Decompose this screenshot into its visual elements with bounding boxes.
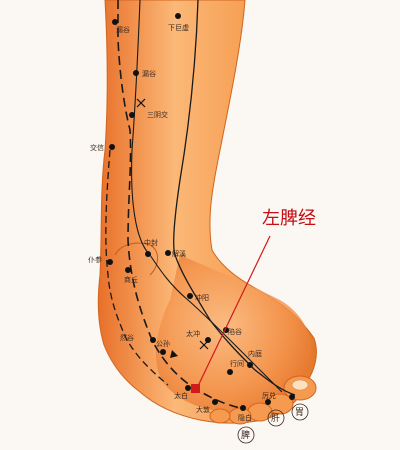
triangle-marker — [170, 350, 178, 358]
label-gongsun: 公孙 — [156, 339, 170, 348]
badge-pi: 脾 — [241, 429, 250, 441]
label-taibai: 太白 — [174, 391, 188, 400]
label-rangu: 然谷 — [120, 333, 134, 342]
cross-marks — [136, 98, 209, 350]
callout-line — [197, 235, 271, 387]
ankle-contour — [114, 242, 158, 276]
label-xiajuxu: 下巨虚 — [168, 23, 189, 32]
label-zhongfeng: 中封 — [144, 238, 158, 247]
callout-title: 左脾经 — [262, 208, 316, 229]
label-jiaoxin: 交信 — [90, 143, 104, 152]
meridian-lines — [105, 0, 296, 409]
yinbai-highlight — [191, 384, 200, 393]
label-sanyinjiao: 三阴交 — [147, 110, 168, 119]
label-jiexi: 解溪 — [172, 249, 186, 258]
badge-gan: 肝 — [271, 413, 280, 424]
label-dadun: 大敦 — [196, 405, 210, 414]
big-toenail — [291, 379, 309, 391]
label-chongyang: 冲阳 — [195, 293, 209, 302]
toes — [209, 375, 317, 425]
acupoints — [107, 13, 295, 411]
label-shangqiu: 商丘 — [124, 275, 138, 284]
label-lougu-top: 漏谷 — [116, 25, 130, 34]
label-yinbai: 隐白 — [238, 413, 252, 422]
label-neiting: 内庭 — [248, 349, 262, 358]
label-lidui: 厉兑 — [262, 391, 276, 400]
label-pushen: 仆参 — [88, 255, 102, 264]
meridian-badges: 脾 肝 胃 — [237, 403, 309, 444]
label-taichong: 太冲 — [186, 329, 200, 338]
label-lougu: 漏谷 — [142, 69, 156, 78]
label-xiangu: 陷谷 — [228, 327, 242, 336]
label-xingjian: 行间 — [230, 359, 244, 368]
badge-wei: 胃 — [295, 407, 304, 418]
